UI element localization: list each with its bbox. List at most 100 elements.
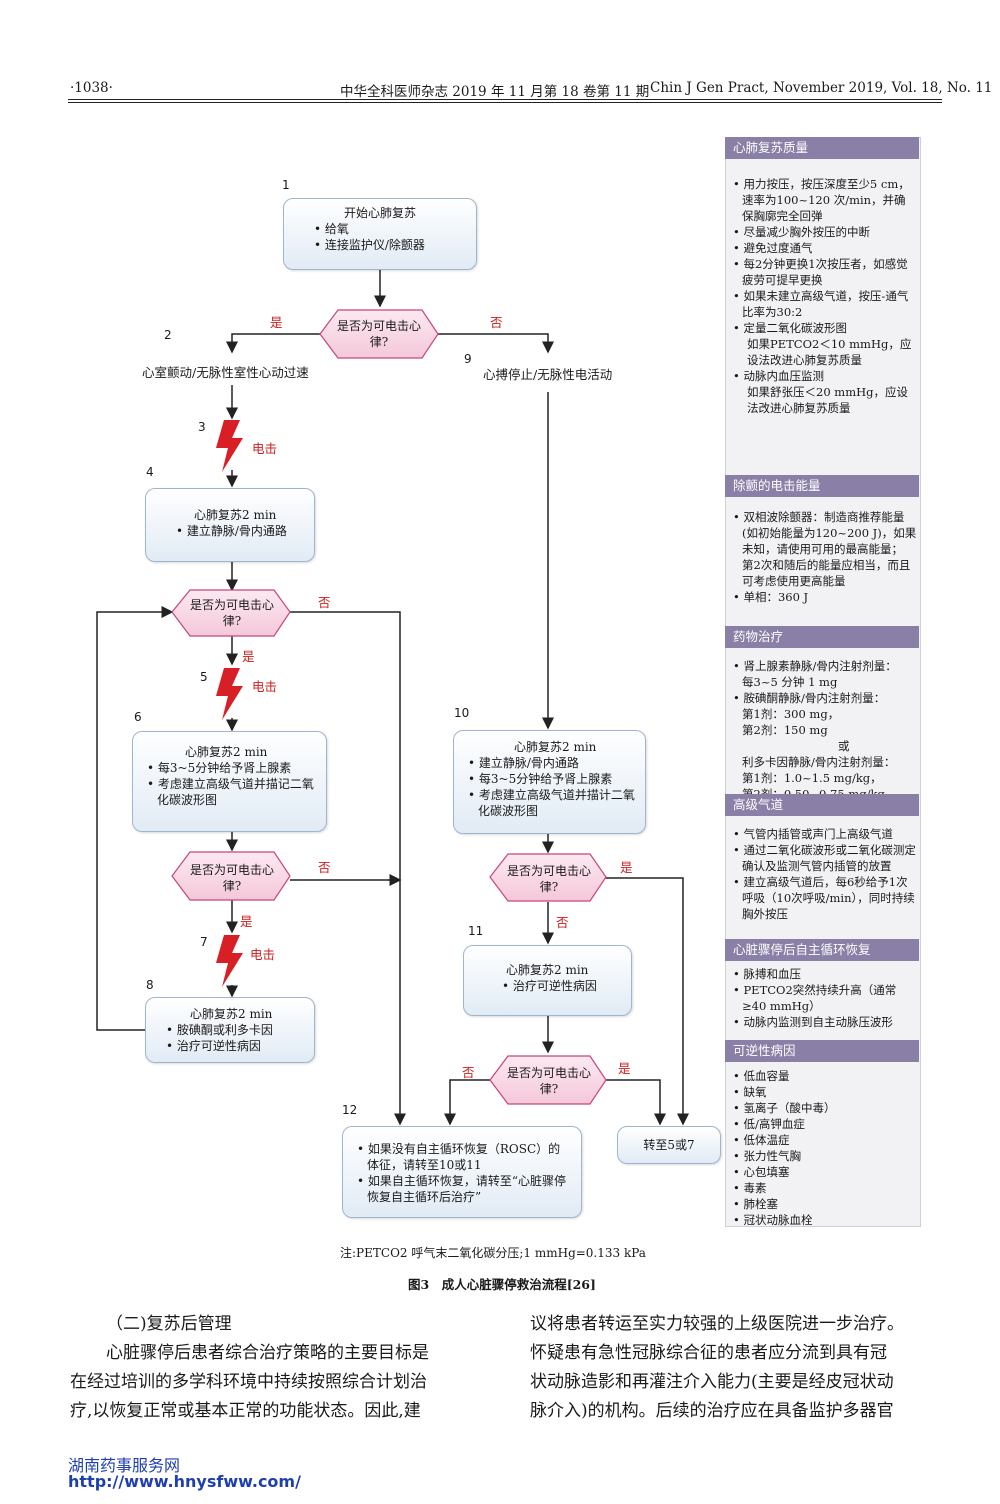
paragraph-line: 疗,以恢复正常或基本正常的功能状态。因此,建 — [70, 1401, 421, 1421]
cpr-box-4-title: 心肺复苏2 min — [194, 508, 277, 522]
start-cpr-item-monitor: • 连接监护仪/除颤器 — [314, 238, 425, 252]
list-item: • 胺碘酮静脉/骨内注射剂量： — [733, 691, 886, 705]
reversible-causes-list: • 低血容量 • 缺氧 • 氢离子（酸中毒） • 低/高钾血症 • 低体温症 •… — [733, 1068, 917, 1228]
list-item: • 尽量减少胸外按压的中断 — [733, 225, 870, 239]
watermark-site-name: 湖南药事服务网 — [68, 1456, 181, 1475]
start-cpr-item-oxygen: • 给氧 — [314, 222, 349, 236]
cpr-box-11: 心肺复苏2 min • 治疗可逆性病因 — [463, 945, 632, 1016]
list-item: • 冠状动脉血栓 — [733, 1213, 813, 1227]
list-item: • 定量二氧化碳波形图 — [733, 321, 847, 335]
page-number: ·1038· — [70, 80, 113, 96]
paragraph-line: 脉介入)的机构。后续的治疗应在具备监护多器官 — [530, 1401, 894, 1421]
list-item: 第2剂：150 mg — [742, 723, 828, 737]
paragraph-line: 在经过培训的多学科环境中持续按照综合计划治 — [70, 1372, 427, 1392]
cpr-box-6-title: 心肺复苏2 min — [185, 745, 268, 759]
list-item: • 建立高级气道后，每6秒给予1次呼吸（10次呼吸/min），同时持续胸外按压 — [733, 875, 915, 921]
cpr-box-4-item: • 建立静脉/骨内通路 — [176, 524, 287, 538]
list-item: 每3~5 分钟 1 mg — [742, 675, 838, 689]
decision-shockable-2: 是否为可电击心律? — [189, 598, 274, 628]
list-item: 第2次和随后的能量应相当，而且可考虑使用更高能量 — [742, 558, 911, 588]
list-item: • 脉搏和血压 — [733, 967, 801, 981]
list-item: • 动脉内监测到自主动脉压波形 — [733, 1015, 893, 1029]
list-item: • 动脉内血压监测 — [733, 369, 824, 383]
list-item: • 每2分钟更换1次按压者，如感觉疲劳可提早更换 — [733, 257, 908, 287]
step-number-4: 4 — [146, 465, 154, 479]
step-number-9: 9 — [464, 352, 472, 366]
figure-caption: 图3 成人心脏骤停救治流程[26] — [408, 1277, 596, 1292]
drug-therapy-list: • 肾上腺素静脉/骨内注射剂量： 每3~5 分钟 1 mg • 胺碘酮静脉/骨内… — [733, 658, 917, 802]
section-heading: （二)复苏后管理 — [106, 1314, 232, 1334]
cpr-box-10-title: 心肺复苏2 min — [514, 740, 597, 754]
list-item: 利多卡因静脉/骨内注射剂量： — [742, 755, 896, 769]
cpr-box-10-item-access: • 建立静脉/骨内通路 — [468, 756, 579, 770]
yes-label-5: 是 — [618, 1061, 631, 1076]
panel-header-rosc: 心脏骤停后自主循环恢复 — [725, 939, 919, 961]
paragraph-line: 怀疑患有急性冠脉综合征的患者应分流到具有冠 — [530, 1343, 887, 1363]
step-number-8: 8 — [146, 978, 154, 992]
decision-shockable-3: 是否为可电击心律? — [189, 863, 274, 893]
list-item: • 气管内插管或声门上高级气道 — [733, 827, 893, 841]
cpr-box-8-title: 心肺复苏2 min — [190, 1007, 273, 1021]
list-item: 如果PETCO2＜10 mmHg，应设法改进心肺复苏质量 — [747, 337, 912, 367]
outcome-rosc: • 如果自主循环恢复，请转至“心脏骤停恢复自主循环后治疗” — [357, 1174, 567, 1204]
list-item: 如果舒张压＜20 mmHg，应设法改进心肺复苏质量 — [747, 385, 908, 415]
cpr-box-8: 心肺复苏2 min • 胺碘酮或利多卡因 • 治疗可逆性病因 — [145, 997, 315, 1063]
outcome-no-rosc: • 如果没有自主循环恢复（ROSC）的体征，请转至10或11 — [357, 1142, 561, 1172]
shock-label-1: 电击 — [252, 441, 278, 456]
rosc-list: • 脉搏和血压 • PETCO2突然持续升高（通常≥40 mmHg） • 动脉内… — [733, 966, 917, 1030]
cpr-box-10: 心肺复苏2 min • 建立静脉/骨内通路 • 每3~5分钟给予肾上腺素 • 考… — [453, 730, 646, 834]
list-item: • 低体温症 — [733, 1133, 790, 1147]
header-rule-2 — [68, 102, 942, 103]
decision-shockable-1: 是否为可电击心律? — [336, 319, 421, 349]
body-right-column: 议将患者转运至实力较强的上级医院进一步治疗。 怀疑患有急性冠脉综合征的患者应分流… — [530, 1310, 950, 1426]
asystole-pea-label: 心搏停止/无脉性电活动 — [483, 367, 613, 382]
no-label-3: 否 — [318, 860, 331, 875]
panel-header-reversible-causes: 可逆性病因 — [725, 1040, 919, 1062]
step-number-10: 10 — [454, 706, 470, 720]
no-label-1: 否 — [490, 315, 503, 330]
yes-label-3: 是 — [240, 914, 253, 929]
list-item: • 肺栓塞 — [733, 1197, 778, 1211]
paragraph-line: 心脏骤停后患者综合治疗策略的主要目标是 — [106, 1343, 429, 1363]
list-item: • 通过二氧化碳波形或二氧化碳测定确认及监测气管内插管的放置 — [733, 843, 916, 873]
watermark-url[interactable]: http://www.hnysfww.com/ — [68, 1472, 301, 1491]
list-item: • 氢离子（酸中毒） — [733, 1101, 836, 1115]
yes-label-4: 是 — [620, 860, 633, 875]
header-rule — [68, 99, 942, 100]
step-number-5: 5 — [200, 670, 208, 684]
panel-header-cpr-quality: 心肺复苏质量 — [725, 137, 919, 159]
cpr-box-6-item-airway: • 考虑建立高级气道并描记二氧化碳波形图 — [147, 777, 314, 807]
paragraph-line: 状动脉造影和再灌注介入能力(主要是经皮冠状动 — [530, 1372, 894, 1392]
decision-shockable-5: 是否为可电击心律? — [506, 1066, 591, 1096]
cpr-box-6-item-epinephrine: • 每3~5分钟给予肾上腺素 — [147, 761, 292, 775]
cpr-box-4: 心肺复苏2 min • 建立静脉/骨内通路 — [145, 488, 315, 562]
step-number-11: 11 — [468, 924, 484, 938]
list-item: • 心包填塞 — [733, 1165, 790, 1179]
step-number-2: 2 — [164, 328, 172, 342]
list-item: • 低/高钾血症 — [733, 1117, 805, 1131]
list-item: 第1剂：300 mg， — [742, 707, 840, 721]
cpr-box-10-item-airway: • 考虑建立高级气道并描计二氧化碳波形图 — [468, 788, 635, 818]
step-number-6: 6 — [134, 710, 142, 724]
shock-label-2: 电击 — [252, 679, 278, 694]
list-item: • 缺氧 — [733, 1085, 767, 1099]
journal-en: Chin J Gen Pract, November 2019, Vol. 18… — [650, 80, 993, 96]
start-cpr-title: 开始心肺复苏 — [344, 206, 417, 220]
list-item: 或 — [838, 739, 850, 753]
list-item: • 用力按压，按压深度至少5 cm，速率为100~120 次/min，并确保胸廓… — [733, 177, 910, 223]
no-label-5: 否 — [462, 1065, 475, 1080]
no-label-2: 否 — [318, 595, 331, 610]
list-item: • 肾上腺素静脉/骨内注射剂量： — [733, 659, 897, 673]
yes-label-2: 是 — [242, 649, 255, 664]
cpr-box-6: 心肺复苏2 min • 每3~5分钟给予肾上腺素 • 考虑建立高级气道并描记二氧… — [132, 731, 327, 832]
outcome-box-12: • 如果没有自主循环恢复（ROSC）的体征，请转至10或11 • 如果自主循环恢… — [342, 1126, 582, 1218]
cpr-box-10-item-epinephrine: • 每3~5分钟给予肾上腺素 — [468, 772, 613, 786]
cpr-box-8-item-causes: • 治疗可逆性病因 — [166, 1039, 261, 1053]
figure-note: 注:PETCO2 呼气末二氧化碳分压;1 mmHg=0.133 kPa — [340, 1246, 646, 1260]
step-number-1: 1 — [282, 178, 290, 192]
panel-header-drug-therapy: 药物治疗 — [725, 626, 919, 648]
shock-energy-list: • 双相波除颤器：制造商推荐能量(如初始能量为120~200 J)，如果未知，请… — [733, 509, 917, 605]
list-item: • 毒素 — [733, 1181, 767, 1195]
decision-shockable-4: 是否为可电击心律? — [506, 864, 591, 894]
goto-5-or-7-label: 转至5或7 — [643, 1138, 695, 1152]
